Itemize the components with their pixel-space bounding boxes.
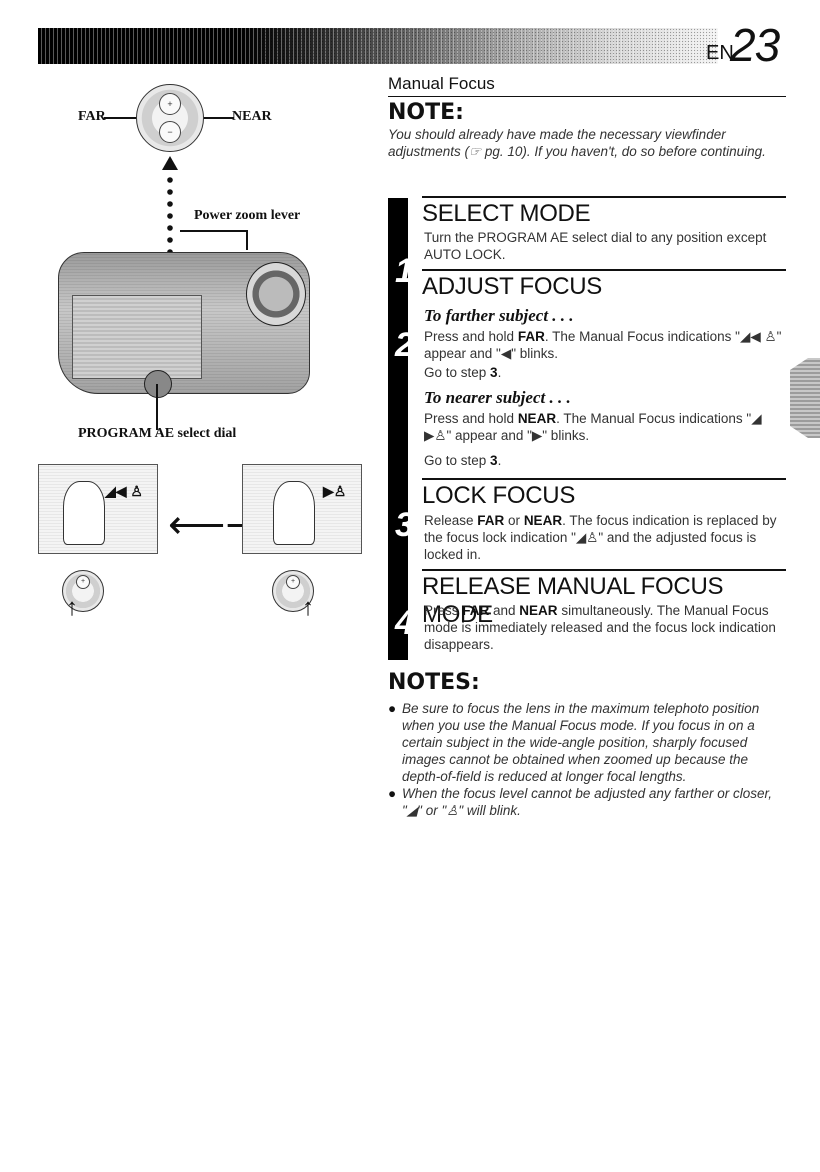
step-2-far-key: FAR bbox=[517, 329, 545, 344]
step-1-text: Turn the PROGRAM AE select dial to any p… bbox=[424, 230, 767, 262]
step-2-far-goto-step: 3 bbox=[490, 365, 498, 380]
step-4-text-e: simultaneously. The Manual Focus mode is… bbox=[424, 603, 776, 652]
step-2-near-goto: Go to step 3. bbox=[424, 452, 788, 469]
small-dial-far-plus: + bbox=[76, 575, 90, 589]
dial-minus-button: − bbox=[159, 121, 181, 143]
header-band bbox=[38, 28, 718, 64]
step-3-far-key: FAR bbox=[477, 513, 505, 528]
step-2-far-text: Press and hold FAR. The Manual Focus ind… bbox=[424, 328, 788, 362]
power-zoom-lead-h bbox=[180, 230, 248, 232]
camcorder-eyepiece bbox=[246, 262, 306, 326]
step-2-far-text-c: . The Manual Focus indications "◢◀ ♙" ap… bbox=[424, 329, 782, 361]
camcorder-side-panel bbox=[72, 295, 202, 379]
step-2-far-text-a: Press and hold bbox=[424, 329, 518, 344]
notes-item: ● When the focus level cannot be adjusted… bbox=[388, 785, 788, 819]
header-dither bbox=[258, 28, 718, 64]
far-lead-line bbox=[104, 117, 144, 119]
bullet-icon: ● bbox=[388, 701, 397, 716]
near-label: NEAR bbox=[232, 109, 272, 124]
page-language: EN bbox=[706, 42, 734, 64]
steps-side-bar bbox=[388, 198, 408, 660]
step-3-text-c: or bbox=[504, 513, 524, 528]
notes-item-text: Be sure to focus the lens in the maximum… bbox=[402, 701, 760, 784]
up-arrow-near: ↑ bbox=[302, 594, 314, 621]
small-dial-near-plus: + bbox=[286, 575, 300, 589]
step-4-text: Press FAR and NEAR simultaneously. The M… bbox=[424, 602, 788, 653]
notes-item: ● Be sure to focus the lens in the maximu… bbox=[388, 700, 788, 785]
program-ae-label: PROGRAM AE select dial bbox=[78, 426, 237, 441]
step-4-heading: RELEASE MANUAL FOCUS MODE bbox=[422, 569, 786, 629]
viewfinder-frame-far: ◢◀ ♙ bbox=[38, 464, 158, 554]
notes-heading: NOTES: bbox=[388, 670, 480, 695]
step-4-number: 4 bbox=[395, 604, 414, 642]
note-heading: NOTE: bbox=[388, 100, 464, 125]
step-2-near-text-a: Press and hold bbox=[424, 411, 518, 426]
step-2-number: 2 bbox=[395, 326, 414, 364]
power-zoom-lead-v bbox=[246, 230, 248, 250]
step-4-text-c: and bbox=[489, 603, 520, 618]
step-2-heading: ADJUST FOCUS bbox=[422, 269, 786, 301]
far-near-dial: + − bbox=[136, 84, 204, 152]
page-edge-tab bbox=[790, 358, 820, 438]
step-2-near-key: NEAR bbox=[517, 411, 557, 426]
program-ae-dial-knob bbox=[144, 370, 172, 398]
vf-near-indicator: ▶♙ bbox=[323, 483, 347, 499]
step-2-near-subheading: To nearer subject . . . bbox=[424, 388, 571, 407]
step-3-heading: LOCK FOCUS bbox=[422, 478, 786, 510]
notes-item-text: When the focus level cannot be adjusted … bbox=[402, 786, 772, 818]
small-dial-far: + bbox=[62, 570, 104, 612]
bullet-icon: ● bbox=[388, 786, 397, 801]
step-2-near-text-c: . The Manual Focus indications "◢ ▶♙" ap… bbox=[424, 411, 762, 443]
step-2-far-subheading: To farther subject . . . bbox=[424, 306, 574, 325]
step-3-text-e: . The focus indication is replaced by th… bbox=[424, 513, 777, 562]
up-arrow-far: ↑ bbox=[66, 594, 78, 621]
program-ae-lead-line bbox=[156, 384, 158, 430]
near-lead-line bbox=[196, 117, 234, 119]
step-3-text-a: Release bbox=[424, 513, 478, 528]
step-2-far-goto: Go to step 3. bbox=[424, 364, 788, 381]
step-3-text: Release FAR or NEAR. The focus indicatio… bbox=[424, 512, 788, 563]
step-2-near-goto-step: 3 bbox=[490, 453, 498, 468]
step-2-near-goto-period: . bbox=[497, 453, 502, 468]
step-4-near-key: NEAR bbox=[519, 603, 558, 618]
step-1-number: 1 bbox=[395, 252, 414, 290]
step-3-number: 3 bbox=[395, 506, 414, 544]
small-dial-near: + bbox=[272, 570, 314, 612]
step-2-far-goto-text: Go to step bbox=[424, 365, 491, 380]
far-label: FAR bbox=[78, 109, 106, 124]
step-4-far-key: FAR bbox=[462, 603, 490, 618]
vf-far-indicator: ◢◀ ♙ bbox=[105, 483, 143, 499]
notes-list: ● Be sure to focus the lens in the maximu… bbox=[388, 700, 788, 819]
step-3-near-key: NEAR bbox=[523, 513, 563, 528]
page-number: 23 bbox=[730, 19, 780, 71]
vf-subject-far bbox=[63, 481, 105, 545]
dotted-pointer bbox=[162, 156, 178, 255]
note-body: You should already have made the necessa… bbox=[388, 127, 766, 159]
section-title: Manual Focus bbox=[388, 74, 786, 97]
dial-plus-button: + bbox=[159, 93, 181, 115]
vf-subject-near bbox=[273, 481, 315, 545]
step-2-far-goto-period: . bbox=[497, 365, 502, 380]
step-2-near-goto-text: Go to step bbox=[424, 453, 491, 468]
step-4-text-a: Press bbox=[424, 603, 463, 618]
power-zoom-label: Power zoom lever bbox=[194, 208, 301, 223]
step-2-near-text: Press and hold NEAR. The Manual Focus in… bbox=[424, 410, 788, 444]
step-1-heading: SELECT MODE bbox=[422, 196, 786, 228]
viewfinder-frame-near: ▶♙ bbox=[242, 464, 362, 554]
